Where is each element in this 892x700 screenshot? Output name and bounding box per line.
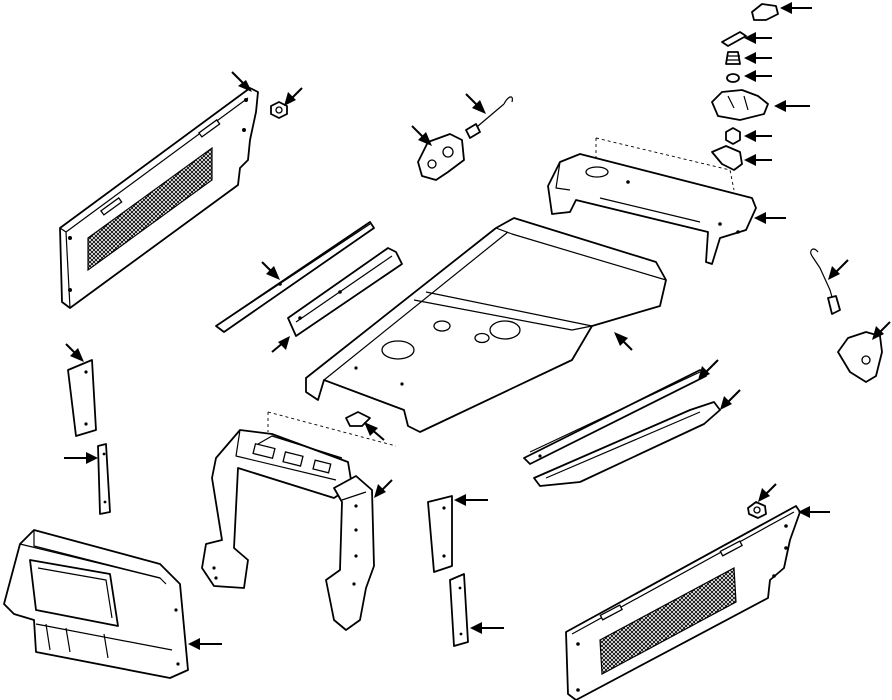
callout-arrow [744,52,772,64]
small-left-plate [67,359,97,437]
callout-arrow [271,336,290,353]
right-side-panel [565,505,801,700]
callout-arrow [411,125,432,146]
callout-arrow [754,212,786,224]
callout-arrow [780,2,812,14]
callout-arrow [614,332,633,351]
callout-arrow [798,506,830,518]
left-upper-rail [215,221,375,333]
hood [305,217,667,433]
callout-arrow [364,422,385,441]
hood-support-frame [201,411,397,589]
callout-arrow [744,154,772,166]
callout-arrows [64,2,891,650]
left-lower-rail [287,247,403,337]
callout-arrow [828,259,849,280]
latch-knob [751,3,779,21]
callout-arrow [188,638,222,650]
callout-arrow [65,343,84,362]
latch-spring [721,31,747,65]
rear-cowl-latch-base [711,89,769,121]
callout-arrow [744,32,772,44]
small-left-strap [97,443,111,515]
left-side-panel [59,87,259,309]
rear-cowl [547,137,757,265]
callout-arrow [758,483,777,502]
frame-side-bracket [325,475,375,631]
latch-washer [726,73,740,83]
latch-retainer-nut [725,127,741,145]
right-panel-nut [747,501,767,519]
callout-arrow [470,622,504,634]
callout-arrow [231,71,252,92]
latch-catch [417,133,465,181]
callout-arrow [261,261,280,280]
callout-arrow [374,479,393,498]
center-strap [449,573,469,647]
callout-arrow [284,87,303,106]
front-grille-housing [3,529,189,679]
latch-rod [465,96,513,139]
callout-arrow [720,389,741,410]
callout-arrow [774,100,810,112]
callout-arrow [465,93,486,114]
right-lower-rail [533,401,721,487]
callout-arrow [454,494,488,506]
center-plate [427,495,453,573]
right-latch-rod [810,248,841,315]
right-latch-catch [837,331,883,383]
left-panel-nut [270,101,288,119]
callout-arrow [744,130,772,142]
hood-clip [345,411,371,427]
latch-hook [711,145,743,171]
callout-arrow [698,359,719,380]
callout-arrow [64,452,98,464]
callout-arrow [872,321,891,340]
callout-arrow [744,70,772,82]
